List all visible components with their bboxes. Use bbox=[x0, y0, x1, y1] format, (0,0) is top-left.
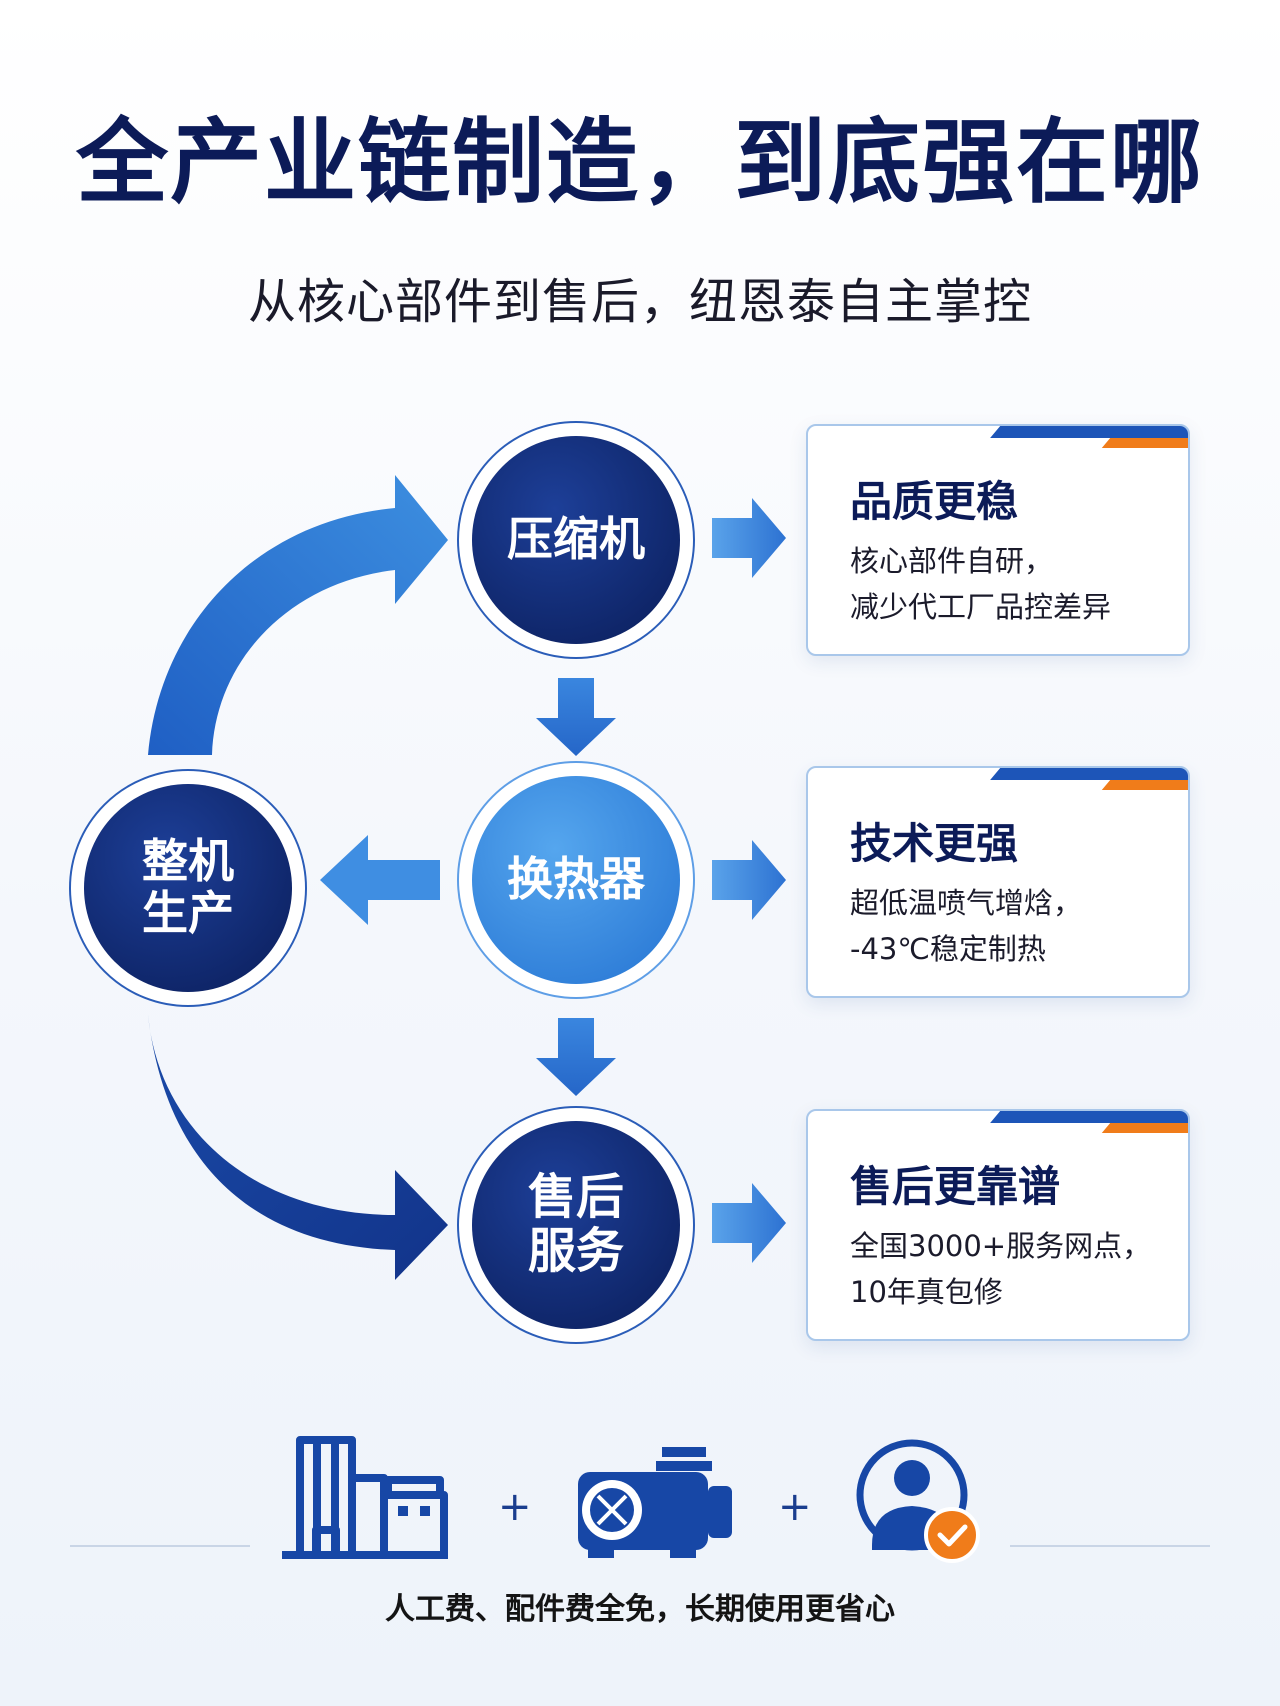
page-subtitle: 从核心部件到售后，纽恩泰自主掌控 bbox=[247, 274, 1032, 330]
service-node bbox=[472, 1121, 680, 1329]
assembly-label-line1: 整机 bbox=[142, 834, 234, 889]
arc-arrow-bottom bbox=[148, 1015, 448, 1280]
card-accent-stripe bbox=[990, 1111, 1188, 1123]
plus-sign: + bbox=[498, 1484, 532, 1530]
down-arrow-2 bbox=[536, 1018, 616, 1096]
card-text-line: -43℃稳定制热 bbox=[850, 932, 1046, 966]
assembly-label-line2: 生产 bbox=[142, 886, 234, 940]
heat-exchanger-node bbox=[472, 776, 680, 984]
card-text-line: 10年真包修 bbox=[850, 1275, 1003, 1309]
left-arrow bbox=[320, 835, 440, 925]
right-arrow-1 bbox=[712, 498, 786, 578]
assembly-label: 整机 生产 bbox=[88, 788, 288, 988]
right-arrow-3 bbox=[712, 1183, 786, 1263]
card-text-line: 全国3000+服务网点， bbox=[850, 1229, 1152, 1263]
footer-caption: 人工费、配件费全免，长期使用更省心 bbox=[385, 1592, 895, 1627]
card-title: 技术更强 bbox=[850, 819, 1019, 868]
verified-user-icon bbox=[856, 1439, 980, 1563]
down-arrow-1 bbox=[536, 678, 616, 756]
heat-exchanger-label: 换热器 bbox=[507, 852, 645, 907]
benefit-card-service: 售后更靠谱 全国3000+服务网点， 10年真包修 bbox=[806, 1109, 1190, 1341]
service-label-line2: 服务 bbox=[527, 1223, 624, 1279]
page-title: 全产业链制造，到底强在哪 bbox=[75, 109, 1204, 216]
card-title: 售后更靠谱 bbox=[850, 1162, 1061, 1211]
service-label: 售后 服务 bbox=[476, 1125, 676, 1325]
card-text-line: 超低温喷气增焓， bbox=[850, 886, 1083, 920]
card-accent-stripe bbox=[1101, 1123, 1188, 1133]
card-accent-stripe bbox=[1101, 780, 1188, 790]
card-text-line: 核心部件自研， bbox=[850, 544, 1054, 578]
assembly-node bbox=[84, 784, 292, 992]
footer-divider-left bbox=[70, 1545, 250, 1547]
card-accent-stripe bbox=[990, 768, 1188, 780]
card-text-line: 减少代工厂品控差异 bbox=[850, 590, 1112, 624]
card-accent-stripe bbox=[990, 426, 1188, 438]
card-title: 品质更稳 bbox=[850, 477, 1019, 526]
arc-arrow-top bbox=[148, 475, 448, 755]
compressor-label: 压缩机 bbox=[507, 512, 645, 567]
right-arrow-2 bbox=[712, 840, 786, 920]
benefit-card-technology: 技术更强 超低温喷气增焓， -43℃稳定制热 bbox=[806, 766, 1190, 998]
factory-icon bbox=[282, 1436, 448, 1559]
service-label-line1: 售后 bbox=[527, 1169, 624, 1226]
compressor-machine-icon bbox=[578, 1447, 732, 1558]
benefit-card-quality: 品质更稳 核心部件自研， 减少代工厂品控差异 bbox=[806, 424, 1190, 656]
card-accent-stripe bbox=[1101, 438, 1188, 448]
compressor-node bbox=[472, 436, 680, 644]
plus-sign: + bbox=[778, 1484, 812, 1530]
footer-divider-right bbox=[1010, 1545, 1210, 1547]
